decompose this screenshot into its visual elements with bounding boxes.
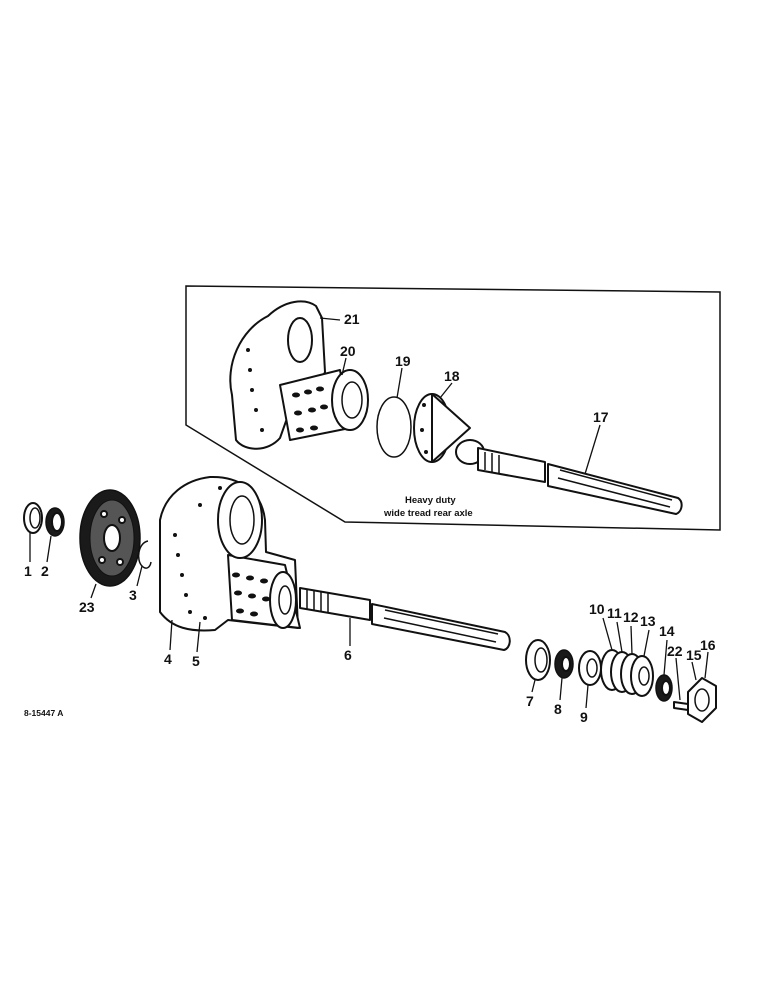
leader-lines xyxy=(29,317,709,709)
callout-8: 8 xyxy=(554,701,562,717)
callout-18: 18 xyxy=(444,368,460,384)
callout-19: 19 xyxy=(395,353,411,369)
inset-frame xyxy=(185,285,721,531)
inset-axle-housing xyxy=(229,300,369,450)
part-8-bearing-cone xyxy=(554,649,574,679)
part-14-seal xyxy=(655,674,673,702)
heavy-duty-inset: Heavy duty wide tread rear axle xyxy=(185,285,721,531)
callout-14: 14 xyxy=(659,623,675,639)
drawing-code: 8-15447 A xyxy=(24,708,63,718)
callout-7: 7 xyxy=(526,693,534,709)
part-23-bull-gear xyxy=(79,489,141,587)
callout-2: 2 xyxy=(41,563,49,579)
part-3-snap-ring xyxy=(137,540,152,569)
part-1-bearing-cup xyxy=(23,502,43,534)
part-10-13-shim-pack xyxy=(600,649,654,697)
callout-13: 13 xyxy=(640,613,656,629)
callout-3: 3 xyxy=(129,587,137,603)
callout-16: 16 xyxy=(700,637,716,653)
part-7-bearing-cup xyxy=(525,639,551,681)
callout-9: 9 xyxy=(580,709,588,725)
callout-10: 10 xyxy=(589,601,605,617)
inset-hub xyxy=(413,393,485,465)
callout-6: 6 xyxy=(344,647,352,663)
inset-axle-shaft xyxy=(477,447,683,515)
part-6-axle-shaft xyxy=(299,587,511,651)
callout-22: 22 xyxy=(667,643,683,659)
callout-15: 15 xyxy=(686,647,702,663)
callout-17: 17 xyxy=(593,409,609,425)
callout-20: 20 xyxy=(340,343,356,359)
callout-21: 21 xyxy=(344,311,360,327)
part-9-spacer xyxy=(578,650,602,686)
part-15-16-retainer xyxy=(687,677,717,723)
callout-12: 12 xyxy=(623,609,639,625)
inset-o-ring xyxy=(376,396,412,458)
callout-1: 1 xyxy=(24,563,32,579)
part-22-bolt xyxy=(673,701,689,711)
callout-4: 4 xyxy=(164,651,172,667)
callout-5: 5 xyxy=(192,653,200,669)
part-4-5-axle-housing xyxy=(159,475,301,632)
inset-caption-line2: wide tread rear axle xyxy=(383,508,473,519)
part-2-bearing-cone xyxy=(45,507,65,537)
inset-caption-line1: Heavy duty xyxy=(405,495,456,506)
callout-11: 11 xyxy=(607,605,622,621)
callout-23: 23 xyxy=(79,599,95,615)
